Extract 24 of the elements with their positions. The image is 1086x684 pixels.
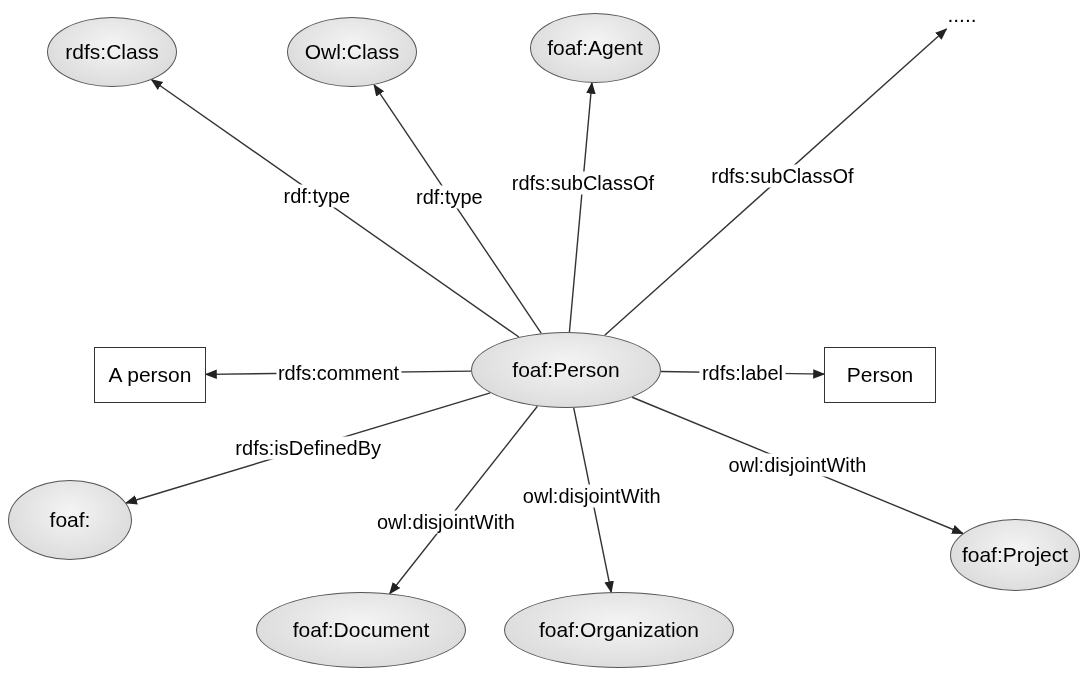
edge-label: rdfs:subClassOf [709,164,856,188]
node-label: rdfs:Class [65,40,159,64]
node-label: A person [108,363,192,387]
node-label: foaf: [49,508,91,532]
edge-label: rdf:type [414,185,485,209]
node-label: Owl:Class [304,40,400,64]
arrow [150,79,520,338]
node-label: foaf:Project [961,543,1069,567]
edge-label: owl:disjointWith [520,484,663,508]
arrow [604,28,948,336]
edge-label: owl:disjointWith [726,453,869,477]
arrow [373,83,542,334]
node-label: foaf:Person [512,358,620,382]
literal-box [94,347,206,403]
literal-box [824,347,936,403]
edge-label: owl:disjointWith [375,510,517,534]
edge-label: rdf:type [281,184,353,207]
node-label: foaf:Agent [547,36,643,60]
node-label: Person [846,363,914,387]
ellipsis-text: ..... [927,1,997,29]
node-label: foaf:Document [292,618,430,642]
node-label: foaf:Organization [539,618,699,642]
arrow [568,81,596,333]
edge-label: rdfs:isDefinedBy [233,436,383,460]
